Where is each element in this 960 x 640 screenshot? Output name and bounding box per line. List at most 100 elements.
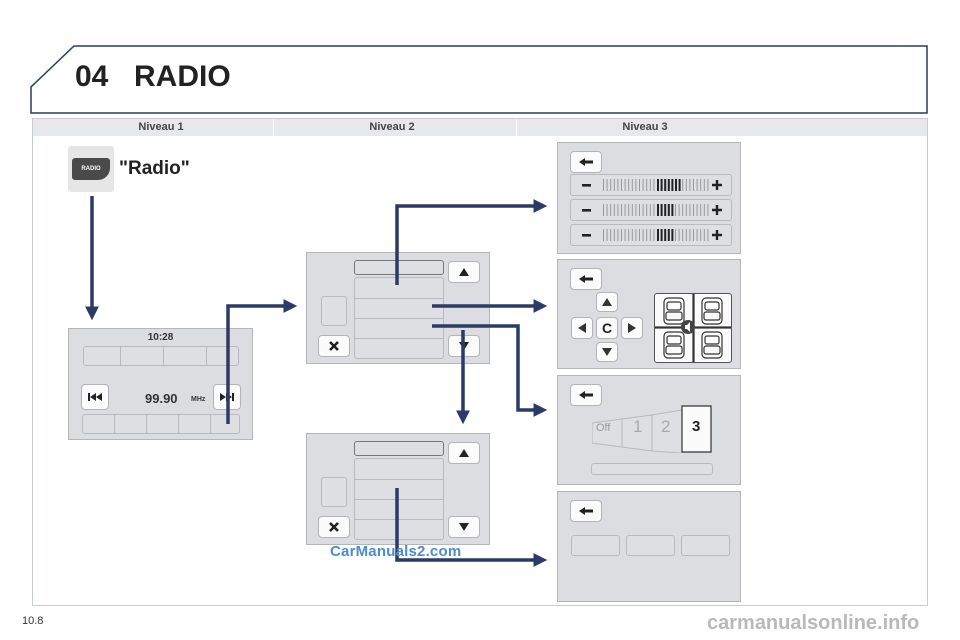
option-button[interactable] (571, 535, 620, 556)
close-icon (329, 341, 339, 351)
fader-front-button[interactable] (596, 292, 618, 312)
slider-tick (689, 204, 691, 216)
fader-rear-button[interactable] (596, 342, 618, 362)
slider-tick (606, 179, 608, 191)
scroll-up-button[interactable] (448, 261, 480, 283)
slider-tick (653, 179, 655, 191)
slider-tick (660, 179, 663, 191)
level-option-2[interactable]: 2 (661, 417, 671, 436)
slider-tick (693, 179, 694, 191)
header-frame (30, 45, 928, 114)
back-button[interactable] (570, 384, 602, 406)
arrow-to-level (432, 324, 548, 417)
back-button[interactable] (570, 151, 602, 173)
slider-tick (675, 179, 677, 191)
slider-tick (696, 229, 698, 241)
slider-tick (628, 204, 630, 216)
frequency-display: 99.90 (145, 391, 178, 406)
close-button[interactable] (318, 335, 350, 357)
option-button[interactable] (626, 535, 675, 556)
slider-tick (617, 179, 619, 191)
slider-tick (631, 204, 633, 216)
seek-previous-button[interactable] (81, 384, 109, 410)
slider-tick (657, 179, 659, 191)
option-button[interactable] (681, 535, 730, 556)
slider-tick (639, 179, 640, 191)
slider-tick (628, 179, 630, 191)
site-mark: carmanualsonline.info (707, 612, 920, 634)
triangle-left-icon (578, 323, 586, 333)
slider-tick (667, 179, 670, 191)
column-header-level-2: Niveau 2 (369, 121, 415, 133)
slider-tick (689, 229, 691, 241)
slider-tick (624, 229, 626, 241)
balance-center-button[interactable]: C (596, 317, 618, 339)
skip-previous-icon (88, 393, 102, 401)
slider-tick (624, 179, 626, 191)
arrow-screen-to-menu (226, 299, 298, 424)
slider-tick (707, 229, 709, 241)
column-header-bar (33, 119, 927, 136)
back-button[interactable] (570, 268, 602, 290)
column-separator (516, 119, 517, 136)
radio-caption: "Radio" (119, 158, 190, 179)
treble-slider[interactable] (570, 199, 732, 221)
bass-slider[interactable] (570, 174, 732, 196)
slider-tick (671, 179, 674, 191)
level-option-3[interactable]: 3 (692, 418, 701, 435)
balance-left-button[interactable] (571, 317, 593, 339)
slider-tick (649, 204, 651, 216)
slider-tick (621, 179, 622, 191)
slider-tick (682, 204, 684, 216)
close-icon (329, 522, 339, 532)
arrow-to-options (395, 488, 548, 567)
level-status-bar (591, 463, 713, 475)
scroll-up-button[interactable] (448, 442, 480, 464)
slider-tick (621, 204, 622, 216)
column-header-level-3: Niveau 3 (622, 121, 668, 133)
loudness-slider[interactable] (570, 224, 732, 246)
slider-tick (642, 204, 644, 216)
slider-tick (610, 179, 612, 191)
menu-icon-slot (321, 477, 347, 507)
level-option-1[interactable]: 1 (633, 417, 643, 436)
slider-tick (646, 204, 648, 216)
slider-tick (667, 204, 670, 216)
slider-tick (646, 229, 648, 241)
slider-tick (696, 204, 698, 216)
slider-tick (649, 229, 651, 241)
slider-tick (700, 229, 702, 241)
tone-settings-panel (557, 142, 741, 254)
balance-right-button[interactable] (621, 317, 643, 339)
slider-tick (675, 204, 676, 216)
slider-tick (603, 204, 604, 216)
slider-tick (613, 179, 615, 191)
menu-icon-slot (321, 296, 347, 326)
slider-tick (664, 229, 667, 241)
scroll-down-button[interactable] (448, 516, 480, 538)
back-button[interactable] (570, 500, 602, 522)
slider-tick (693, 229, 694, 241)
slider-tick (642, 229, 644, 241)
option-buttons-panel (557, 491, 741, 602)
back-arrow-icon (579, 275, 593, 283)
close-button[interactable] (318, 516, 350, 538)
column-header-level-1: Niveau 1 (138, 121, 184, 133)
balance-center-label: C (601, 320, 613, 336)
radio-hardware-button[interactable]: RADIO (68, 146, 114, 192)
car-seats-map[interactable] (654, 293, 732, 363)
slider-tick (613, 229, 615, 241)
slider-tick (678, 229, 680, 241)
slider-track (582, 204, 722, 216)
level-option-off[interactable]: Off (596, 422, 611, 434)
slider-tick (696, 179, 698, 191)
triangle-up-icon (459, 449, 469, 457)
slider-tick (617, 229, 619, 241)
slider-tick (660, 204, 663, 216)
slider-tick (678, 179, 681, 191)
slider-tick (685, 229, 687, 241)
page-title: RADIO (134, 60, 231, 93)
slider-tick (657, 204, 659, 216)
slider-tick (621, 229, 622, 241)
slider-tick (642, 179, 644, 191)
